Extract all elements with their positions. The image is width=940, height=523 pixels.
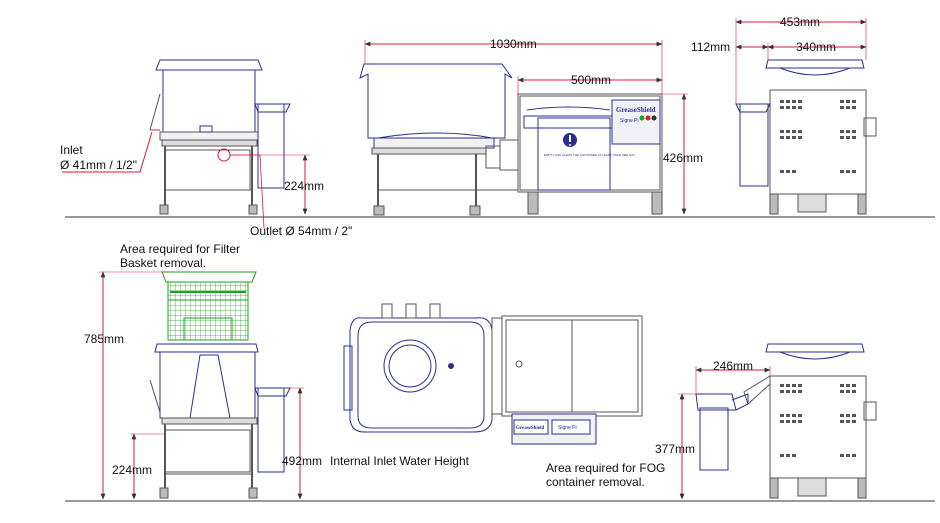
dim-unit-length-label: 500mm xyxy=(571,73,612,87)
end-view-vent-grid-bottom xyxy=(780,384,856,457)
filter-area-label-line1: Area required for Filter xyxy=(120,242,241,256)
dim-fog-height-label: 377mm xyxy=(655,442,696,456)
filter-basket xyxy=(161,271,257,341)
plan-plate-model: Signe Pi xyxy=(558,425,577,431)
dim-overall-width-label: 453mm xyxy=(780,15,821,29)
inlet-diameter-label: Ø 41mm / 1/2" xyxy=(60,158,137,172)
front-plate-model: Signe Pi xyxy=(620,118,639,124)
fog-area-label-line1: Area required for FOG xyxy=(546,461,666,475)
dim-height-label: 426mm xyxy=(663,151,704,165)
outlet-label: Outlet Ø 54mm / 2" xyxy=(250,224,353,238)
front-view-top-center xyxy=(359,63,663,216)
inlet-leader-line xyxy=(62,131,153,173)
dim-overall-length-label: 1030mm xyxy=(490,37,537,51)
plan-view-bottom-center xyxy=(343,303,643,445)
dim-side-offset-label: 112mm xyxy=(691,40,731,54)
front-plate-warning: EMPTY AND CLEAN THE CONTAINER AT LEAST O… xyxy=(544,153,635,157)
front-plate-brand: GreaseShield xyxy=(616,106,656,114)
plan-plate-brand: GreaseShield xyxy=(516,426,544,431)
end-view-vent-grid-top xyxy=(780,100,856,173)
inlet-label: Inlet xyxy=(60,143,83,157)
dim-inlet-height-top-label: 224mm xyxy=(284,179,325,193)
dim-filter-height-label: 785mm xyxy=(84,332,125,346)
side-view-top-left xyxy=(149,59,291,215)
side-view-bottom-left xyxy=(149,343,291,499)
dim-body-width-label: 340mm xyxy=(796,40,837,54)
fog-area-label-line2: container removal. xyxy=(546,475,645,489)
dim-water-height-label: 492mm xyxy=(282,454,323,468)
dim-fog-depth-label: 246mm xyxy=(713,359,754,373)
filter-area-label-line2: Basket removal. xyxy=(120,256,207,270)
internal-inlet-label: Internal Inlet Water Height xyxy=(330,454,469,468)
dim-inlet-height-bottom-label: 224mm xyxy=(112,463,153,477)
